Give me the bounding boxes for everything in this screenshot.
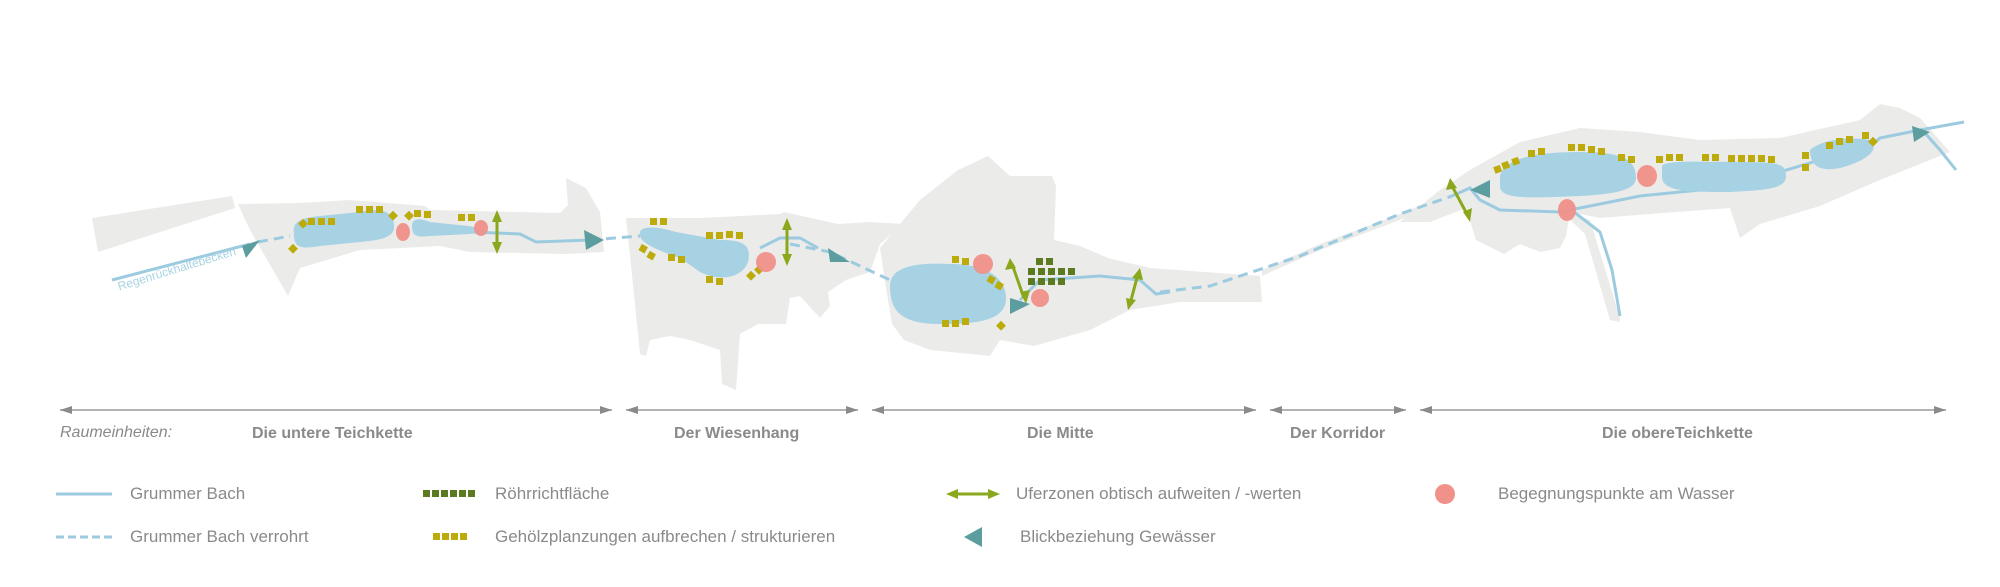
unit-korridor: Der Korridor xyxy=(1290,425,1386,442)
view-triangles xyxy=(242,126,1930,314)
legend-item-grummer-bach-verrohrt: Grummer Bach verrohrt xyxy=(56,525,309,549)
raumeinheiten-scale xyxy=(60,406,1946,414)
meeting-points xyxy=(396,165,1657,307)
stream-dashed-icon xyxy=(56,535,112,539)
area-obere-south xyxy=(1560,210,1620,322)
spatial-areas xyxy=(92,104,1950,390)
wood-squares-icon xyxy=(433,533,467,540)
unit-obere-teichkette: Die obereTeichkette xyxy=(1602,425,1753,442)
stream-inflow xyxy=(111,242,251,282)
legend-item-roehricht: Röhrrichtfläche xyxy=(423,482,609,506)
area-untere-teichkette xyxy=(238,178,604,296)
area-mitte xyxy=(880,156,1262,356)
unit-mitte: Die Mitte xyxy=(1027,425,1094,442)
reed-squares-icon xyxy=(423,490,475,497)
legend-item-begegnungspunkte: Begegnungspunkte am Wasser xyxy=(1434,482,1735,506)
legend-item-grummer-bach: Grummer Bach xyxy=(56,482,245,506)
unit-wiesenhang: Der Wiesenhang xyxy=(674,425,800,442)
stream-line-icon xyxy=(56,492,112,496)
pond-5 xyxy=(1500,152,1636,198)
meeting-dot-icon xyxy=(1435,484,1455,504)
raumeinheiten-label: Raumeinheiten: xyxy=(60,424,173,441)
pond-6 xyxy=(1662,161,1786,192)
area-untere-teichkette-west xyxy=(92,196,235,252)
legend-item-blickbeziehung: Blickbeziehung Gewässer xyxy=(962,525,1216,549)
site-plan-map xyxy=(92,104,1965,390)
legend-item-uferzonen: Uferzonen obtisch aufweiten / -werten xyxy=(946,482,1301,506)
view-triangle-icon xyxy=(964,527,982,547)
double-arrow-icon xyxy=(946,489,1000,499)
pond-7 xyxy=(1810,138,1874,170)
wood-plantings xyxy=(288,132,1878,331)
double-arrows xyxy=(492,178,1472,310)
ponds xyxy=(293,138,1874,324)
reed-area xyxy=(1028,258,1075,285)
pond-3 xyxy=(639,227,749,278)
pond-4 xyxy=(890,263,1006,324)
pond-2 xyxy=(412,219,479,237)
unit-untere-teichkette: Die untere Teichkette xyxy=(252,425,413,442)
legend-item-gehoelz: Gehölzplanzungen aufbrechen / strukturie… xyxy=(433,525,835,549)
